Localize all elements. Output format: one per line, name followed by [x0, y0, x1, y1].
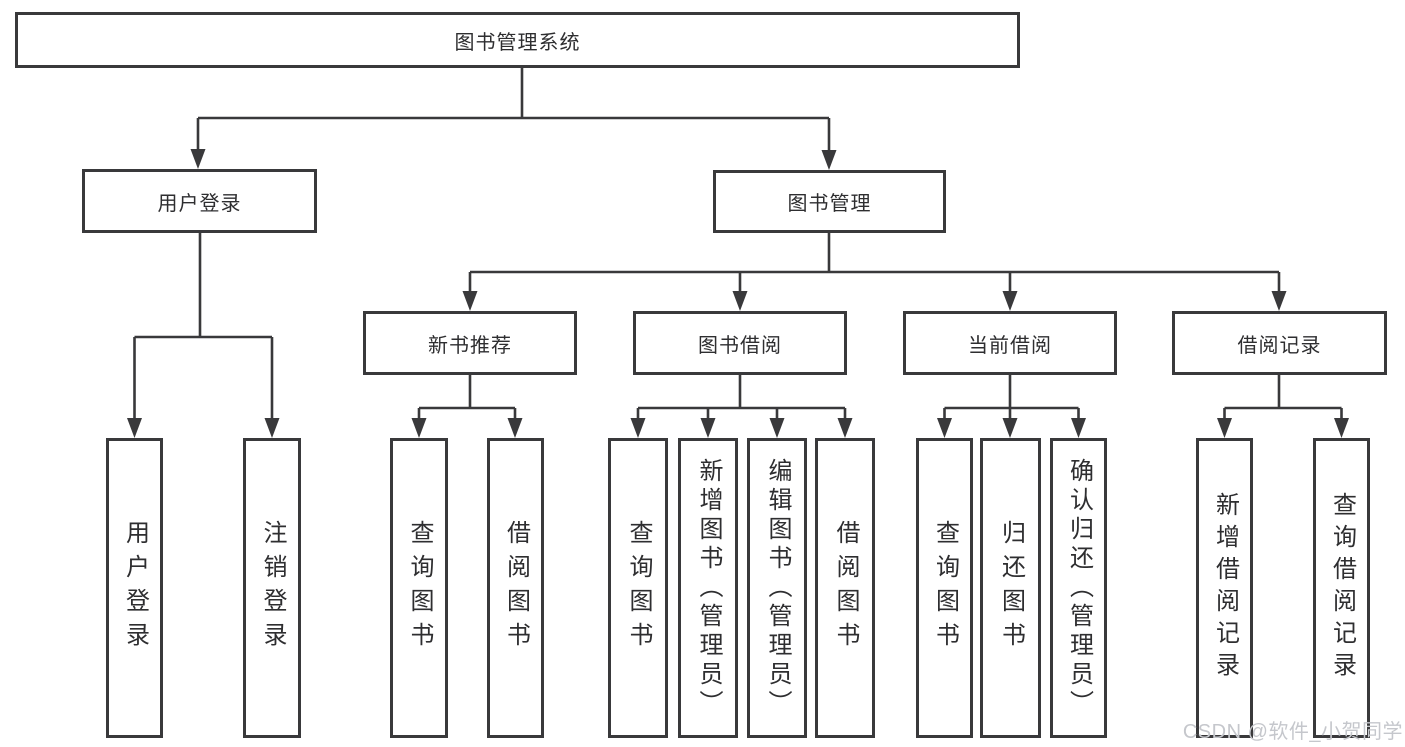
arrow-down-icon: [1334, 418, 1349, 438]
arrow-down-icon: [1002, 291, 1018, 311]
node-label: 注销登录: [259, 520, 286, 656]
leaf-borrowing-edit-books-admin: 编辑图书（管理员）: [747, 438, 807, 738]
arrow-down-icon: [700, 418, 716, 438]
node-user-login: 用户登录: [82, 169, 317, 233]
connector-root-to-level2: [190, 68, 837, 170]
arrow-down-icon: [411, 418, 427, 438]
leaf-newbook-borrow-books: 借阅图书: [487, 438, 544, 738]
node-label: 编辑图书（管理员）: [764, 457, 791, 719]
node-label: 当前借阅: [968, 334, 1052, 357]
node-borrowing-records: 借阅记录: [1172, 311, 1387, 375]
arrow-down-icon: [1271, 291, 1287, 311]
arrow-down-icon: [264, 418, 280, 438]
arrow-down-icon: [837, 418, 853, 438]
node-label: 图书管理: [787, 193, 872, 215]
node-root-system: 图书管理系统: [15, 12, 1020, 68]
connector-user-login-to-leaves: [127, 233, 280, 438]
node-label: 借阅图书: [832, 520, 859, 656]
leaf-records-add-borrow-record: 新增借阅记录: [1196, 438, 1253, 738]
leaf-borrowing-query-books: 查询图书: [608, 438, 668, 738]
leaf-current-return-books: 归还图书: [980, 438, 1041, 738]
arrow-down-icon: [507, 418, 523, 438]
arrow-down-icon: [937, 418, 952, 438]
arrow-down-icon: [630, 418, 646, 438]
leaf-borrowing-add-books-admin: 新增图书（管理员）: [678, 438, 738, 738]
node-label: 新书推荐: [428, 334, 512, 357]
connector-borrow-records-to-leaves: [1217, 375, 1349, 438]
arrow-down-icon: [769, 418, 785, 438]
node-label: 查询图书: [406, 520, 433, 656]
arrow-down-icon: [732, 291, 748, 311]
node-label: 图书管理系统: [454, 31, 581, 54]
connector-book-management-to-level3: [462, 233, 1287, 311]
connector-current-borrow-to-leaves: [937, 375, 1086, 438]
node-label: 借阅记录: [1237, 334, 1322, 357]
node-label: 新增图书（管理员）: [695, 457, 722, 719]
leaf-current-confirm-return-admin: 确认归还（管理员）: [1050, 438, 1107, 738]
node-label: 用户登录: [121, 520, 149, 656]
node-label: 查询图书: [625, 520, 652, 656]
leaf-borrowing-borrow-books: 借阅图书: [815, 438, 875, 738]
arrow-down-icon: [1071, 418, 1086, 438]
node-book-management: 图书管理: [713, 170, 946, 233]
node-label: 查询借阅记录: [1328, 492, 1356, 684]
arrow-down-icon: [190, 149, 206, 169]
leaf-newbook-query-books: 查询图书: [390, 438, 448, 738]
arrow-down-icon: [1002, 418, 1018, 438]
node-book-borrowing: 图书借阅: [633, 311, 847, 375]
connector-new-book-rec-to-leaves: [411, 375, 523, 438]
node-current-borrowing: 当前借阅: [903, 311, 1117, 375]
node-label: 新增借阅记录: [1211, 492, 1239, 684]
node-label: 查询图书: [931, 520, 959, 656]
leaf-logout-login: 注销登录: [243, 438, 301, 738]
connector-book-borrowing-to-leaves: [630, 375, 853, 438]
node-new-book-recommend: 新书推荐: [363, 311, 577, 375]
node-label: 归还图书: [997, 520, 1025, 656]
arrow-down-icon: [462, 291, 478, 311]
arrow-down-icon: [821, 150, 837, 170]
csdn-watermark: CSDN @软件_小贺同学: [1182, 721, 1403, 743]
node-label: 图书借阅: [698, 334, 782, 357]
leaf-user-login: 用户登录: [106, 438, 163, 738]
node-label: 确认归还（管理员）: [1065, 457, 1093, 719]
node-label: 用户登录: [157, 192, 242, 215]
arrow-down-icon: [127, 418, 142, 438]
leaf-records-query-borrow-record: 查询借阅记录: [1313, 438, 1370, 738]
node-label: 借阅图书: [502, 520, 530, 656]
leaf-current-query-books: 查询图书: [916, 438, 973, 738]
arrow-down-icon: [1217, 418, 1232, 438]
